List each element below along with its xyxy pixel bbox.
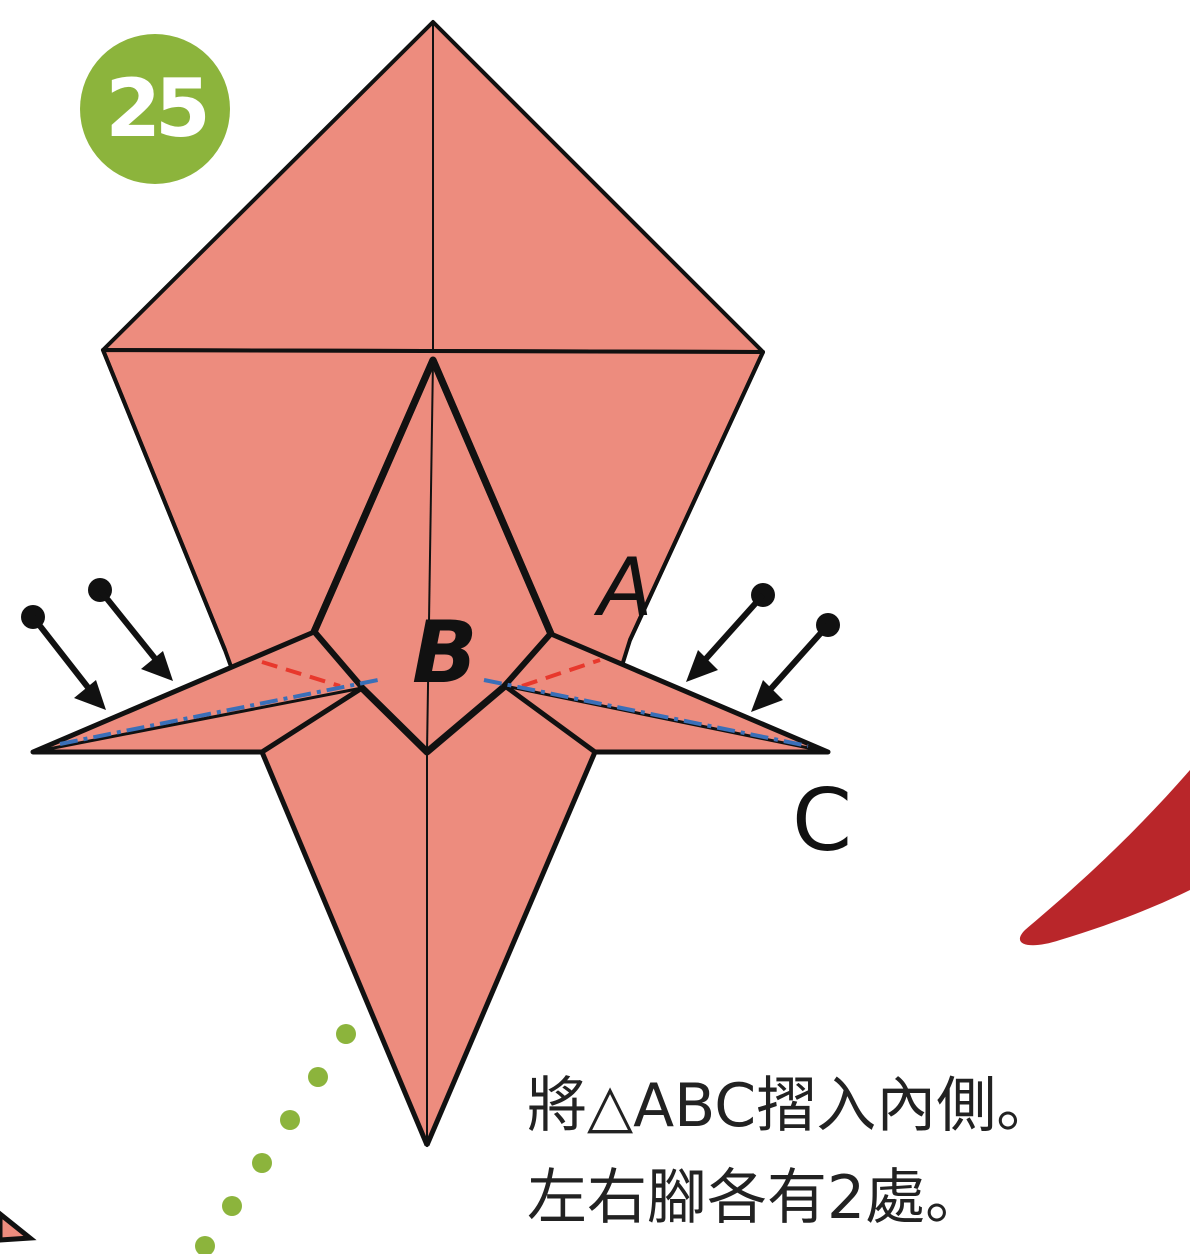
upper-left-edge (101, 349, 227, 651)
center-top-left (310, 358, 437, 634)
step-number: 25 (105, 62, 210, 155)
point-label-a: A (598, 541, 653, 634)
center-crease (426, 359, 434, 753)
lower-left-edge (259, 751, 430, 1146)
push-arrow-icon (88, 578, 173, 681)
instruction-line-2: 左右腳各有2處。 (527, 1163, 986, 1233)
mountain-fold-left (59, 678, 379, 746)
dotted-path (195, 1024, 356, 1254)
instruction-line-1: 將△ABC摺入內側。 (527, 1071, 1057, 1141)
instruction-text: 將△ABC摺入內側。 左右腳各有2處。 (527, 1060, 1187, 1244)
left-leg-crease (32, 686, 363, 754)
valley-fold-left (261, 660, 341, 688)
step-number-badge: 25 (80, 34, 230, 184)
point-label-b: B (412, 603, 478, 703)
background-red-shape (1019, 770, 1190, 946)
point-label-c: C (792, 771, 853, 871)
center-top-right (429, 358, 555, 636)
valley-fold-right (521, 658, 601, 688)
mountain-fold-right (483, 678, 809, 748)
push-arrow-icon (686, 583, 775, 682)
lower-right-edge (424, 751, 598, 1146)
push-arrow-icon (21, 605, 106, 710)
upper-right-edge (628, 351, 765, 641)
corner-shape (0, 1210, 37, 1243)
push-arrow-icon (751, 613, 840, 712)
